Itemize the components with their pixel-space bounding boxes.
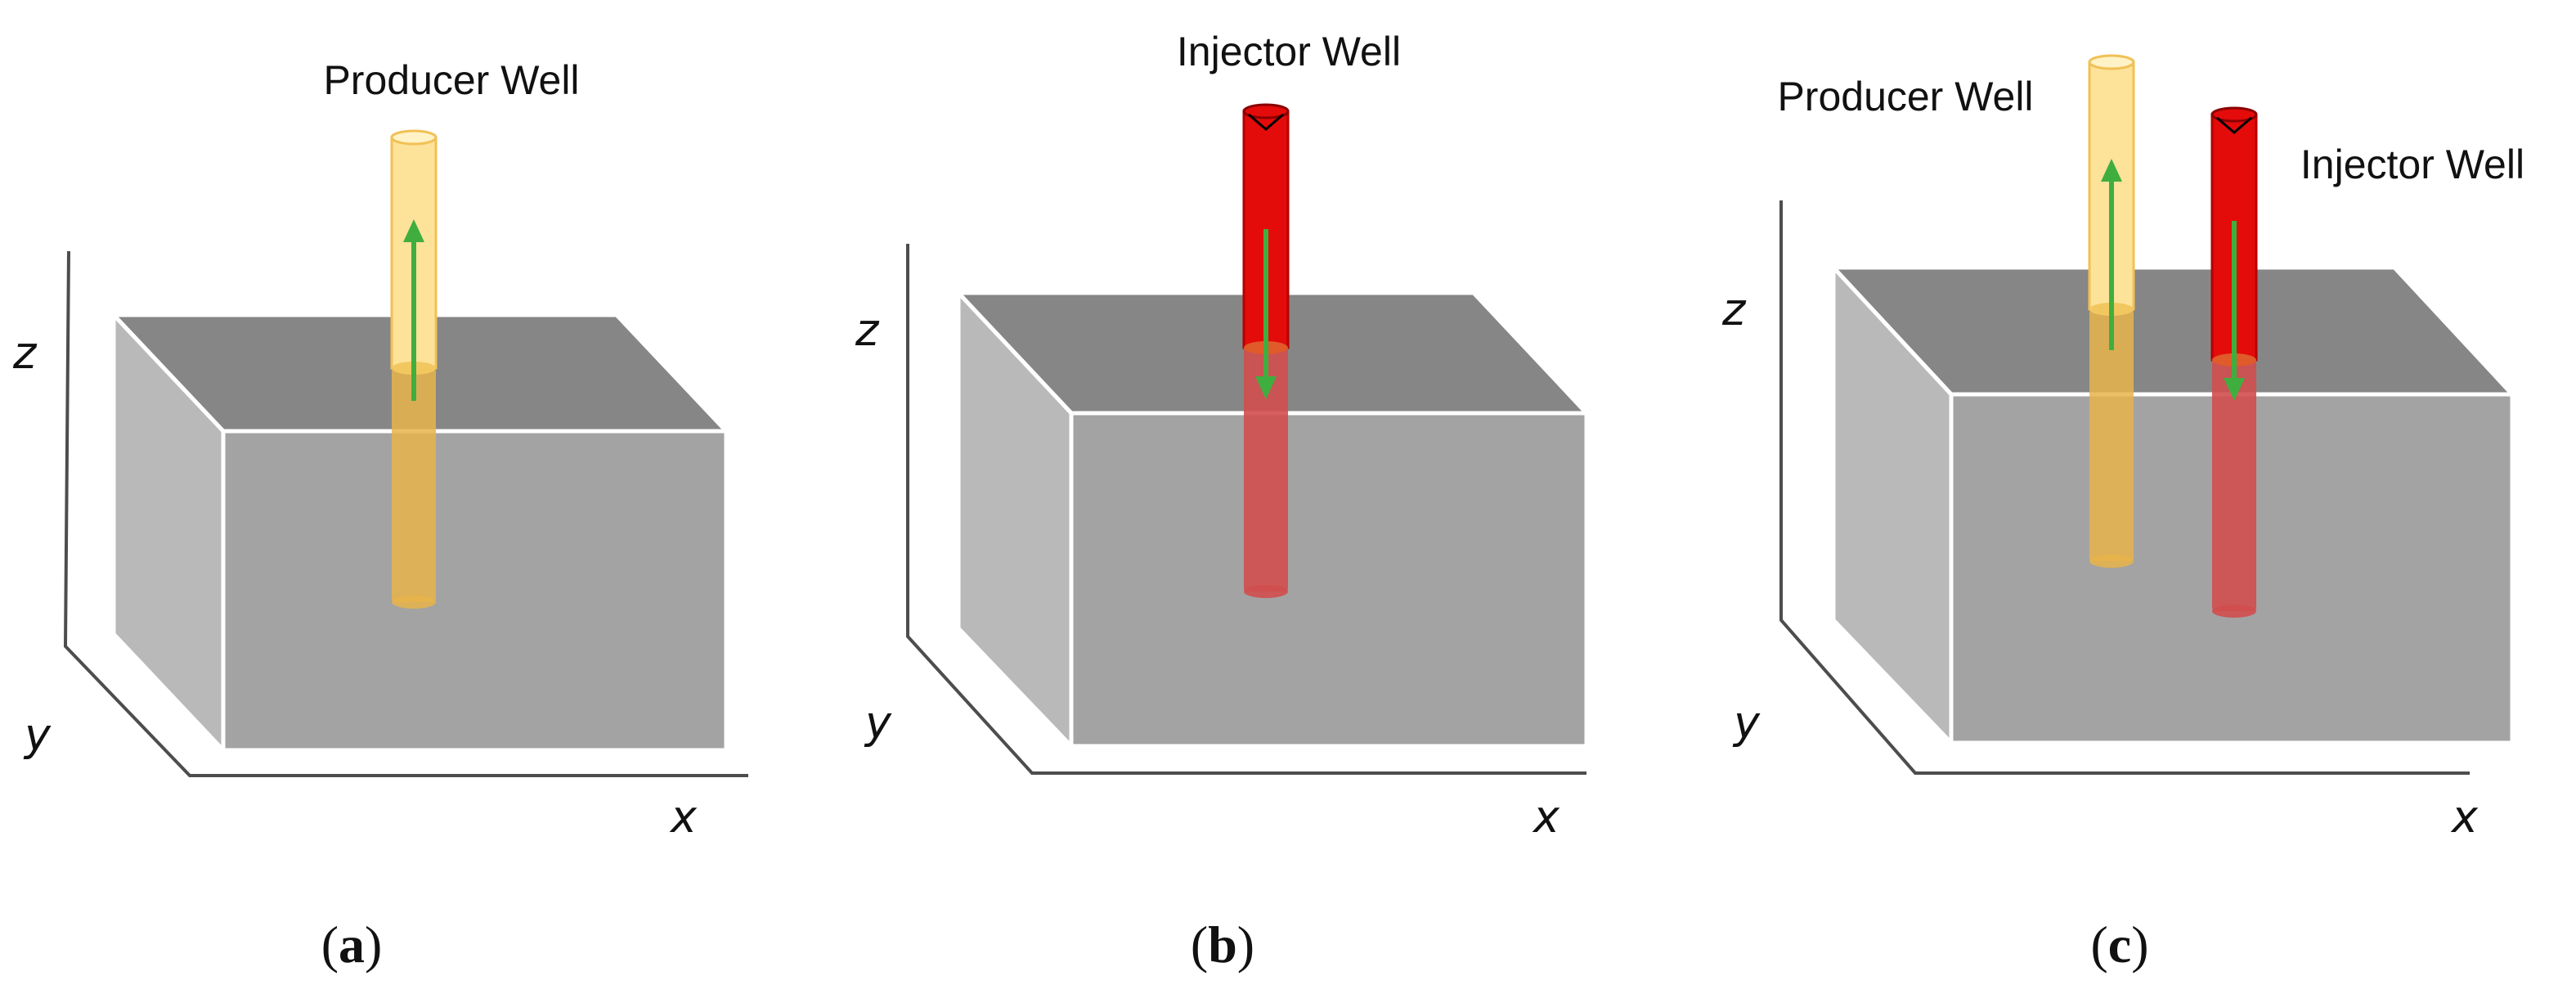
block-front-face [1069, 411, 1589, 749]
x-axis-label: x [1532, 791, 1560, 843]
injector-well-label: Injector Well [2300, 142, 2524, 187]
flow-down-arrow [1255, 229, 1277, 399]
injector-well-label: Injector Well [1177, 29, 1401, 74]
x-axis-label: x [2450, 791, 2479, 843]
z-axis-label: z [855, 304, 880, 356]
caption-b: (b) [1191, 915, 1254, 974]
axis-lines [63, 250, 748, 777]
y-axis-label: y [864, 697, 892, 749]
panel-b: z y x Injector Well (b) [855, 29, 1591, 974]
producer-well [390, 129, 438, 609]
z-axis-label: z [1721, 284, 1747, 335]
block-front-face [221, 429, 729, 753]
flow-up-arrow [403, 219, 424, 401]
producer-well-label: Producer Well [323, 57, 579, 103]
caption-c: (c) [2090, 915, 2148, 974]
reservoir-block [1829, 262, 2517, 749]
y-axis-label: y [23, 709, 52, 761]
panel-a: z y x Producer Well (a) [12, 57, 748, 974]
flow-down-arrow [2224, 221, 2245, 401]
y-axis-label: y [1732, 697, 1761, 749]
panel-c: z y x Producer Well [1721, 54, 2524, 974]
axis-lines [906, 244, 1586, 775]
flow-up-arrow [2101, 159, 2122, 350]
caption-a: (a) [321, 915, 383, 974]
x-axis-label: x [669, 791, 698, 843]
z-axis-label: z [12, 327, 38, 379]
axis-lines [1779, 200, 2470, 775]
producer-well-label: Producer Well [1777, 74, 2033, 119]
